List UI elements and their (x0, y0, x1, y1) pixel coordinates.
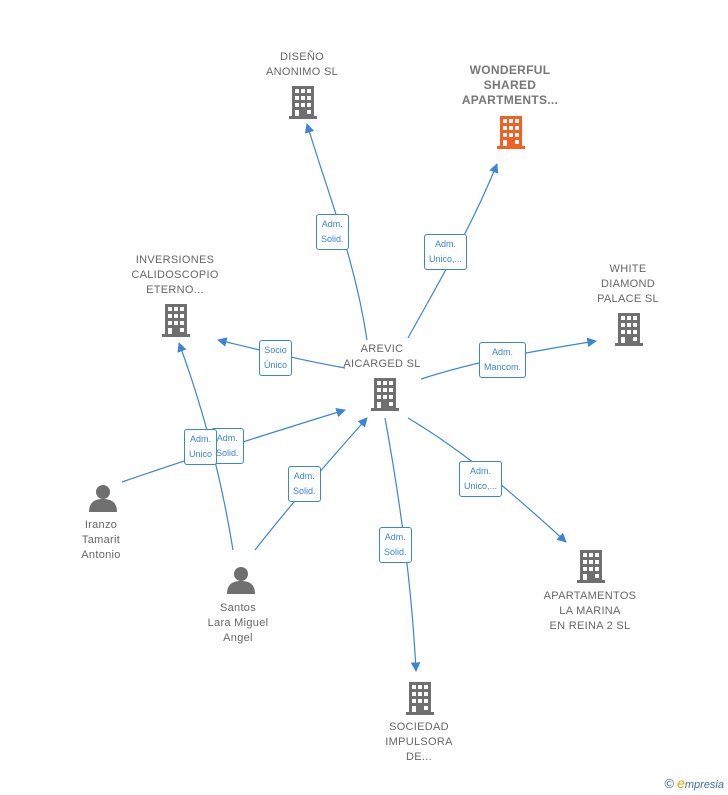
edge-label-santos-center: Adm. Solid. (288, 466, 321, 502)
building-icon[interactable] (371, 378, 401, 414)
node-label-apartamentos[interactable]: APARTAMENTOS LA MARINA EN REINA 2 SL (543, 590, 637, 632)
building-icon[interactable] (497, 116, 527, 152)
brand-logo-initial: e (677, 775, 685, 791)
edge-label-apartamentos: Adm. Unico,... (459, 461, 503, 497)
building-icon[interactable] (162, 304, 192, 340)
edge-label-wonderful: Adm. Unico,... (424, 234, 468, 270)
node-label-inversiones[interactable]: INVERSIONES CALIDOSCOPIO ETERNO... (131, 254, 219, 296)
node-label-santos[interactable]: Santos Lara Miguel Angel (207, 602, 269, 644)
brand-name: mpresia (684, 779, 724, 791)
brand-footer: ©empresia (664, 775, 724, 791)
node-label-sociedad[interactable]: SOCIEDAD IMPULSORA DE... (385, 721, 453, 763)
node-label-wonderful[interactable]: WONDERFUL SHARED APARTMENTS... (461, 63, 559, 107)
node-label-diseno[interactable]: DISEÑO ANONIMO SL (265, 51, 339, 78)
building-icon[interactable] (406, 682, 436, 718)
node-label-white-diamond[interactable]: WHITE DIAMOND PALACE SL (597, 263, 659, 305)
edge-label-inversiones: Socio Único (259, 340, 293, 376)
building-icon[interactable] (615, 313, 645, 349)
person-icon[interactable] (88, 483, 118, 513)
building-icon[interactable] (289, 86, 319, 122)
edge-label-sociedad: Adm. Solid. (379, 527, 412, 563)
edge-label-white-diamond: Adm. Mancom. (479, 342, 527, 378)
node-label-center[interactable]: AREVIC AICARGED SL (343, 343, 421, 370)
node-label-iranzo[interactable]: Iranzo Tamarit Antonio (81, 519, 121, 561)
copyright-icon: © (664, 776, 675, 791)
edge-label-diseno: Adm. Solid. (316, 214, 349, 250)
building-icon[interactable] (577, 550, 607, 586)
edge-label-iranzo-inversiones: Adm. Unico (184, 429, 218, 465)
person-icon[interactable] (226, 565, 256, 595)
